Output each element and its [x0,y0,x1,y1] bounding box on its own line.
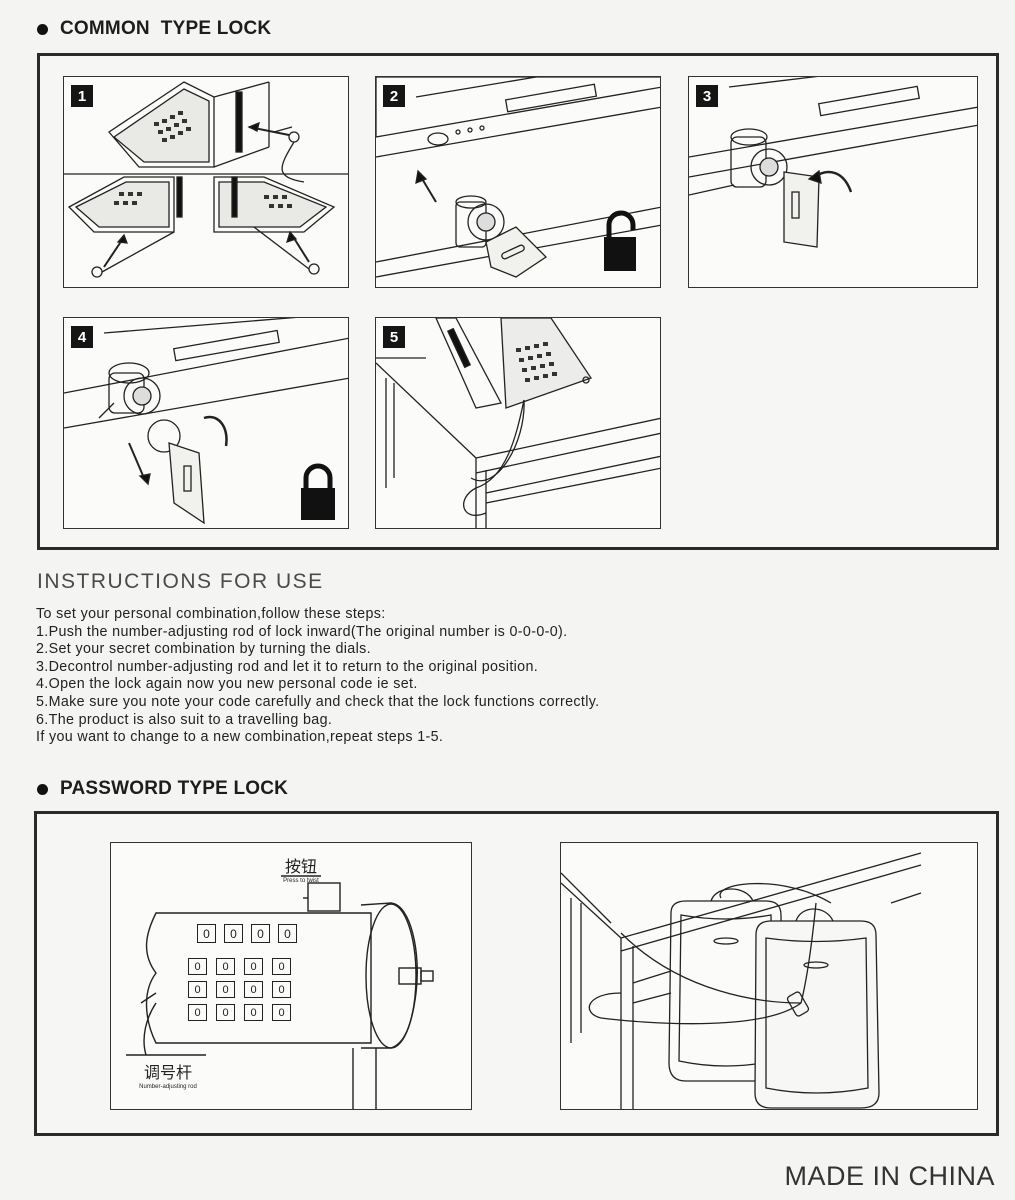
password-lock-frame: 0 0 0 0 0 0 0 0 0 0 0 0 0 0 0 0 按钮 Press… [34,811,999,1136]
dial-digit: 0 [251,924,270,943]
button-label: 按钮 Press to twist [266,853,336,884]
rod-label: 调号杆 Number-adjusting rod [123,1059,213,1090]
instruction-line: To set your personal combination,follow … [36,606,386,622]
laptop-on-table-illustration [376,318,660,528]
bullet-icon [37,23,48,35]
common-lock-frame: 1 [37,53,999,550]
bullet-icon [37,783,48,795]
luggage-lock-panel [560,842,978,1110]
rod-label-en: Number-adjusting rod [139,1084,197,1090]
instruction-line: 4.Open the lock again now you new person… [36,676,418,693]
instruction-line: 2.Set your secret combination by turning… [36,641,371,658]
section-heading-text: COMMON TYPE LOCK [60,18,272,39]
step-number: 5 [383,326,405,348]
instruction-line: 3.Decontrol number-adjusting rod and let… [36,658,539,675]
button-label-en: Press to twist [283,878,319,884]
step-number: 4 [71,326,93,348]
dial-grid: 0 0 0 0 0 0 0 0 0 0 0 0 [188,958,291,1021]
dial-digit: 0 [197,924,216,943]
step-number: 3 [696,85,718,107]
combination-lock-diagram-panel: 0 0 0 0 0 0 0 0 0 0 0 0 0 0 0 0 按钮 Press… [110,842,472,1110]
button-label-cn: 按钮 [284,857,317,876]
dial-digit: 0 [216,1004,235,1021]
instruction-line: 5.Make sure you note your code carefully… [36,693,600,710]
dial-digit: 0 [244,981,263,998]
dial-digit: 0 [216,981,235,998]
step-number: 1 [71,85,93,107]
dial-digit: 0 [188,981,207,998]
step-4-panel: 4 [63,317,349,529]
luggage-locked-to-table-illustration [561,852,922,1109]
step-2-panel: 2 [375,76,661,288]
made-in-china-label: MADE IN CHINA [784,1161,995,1191]
unlocked-padlock-icon [604,210,636,271]
instruction-line: 1.Push the number-adjusting rod of lock … [36,623,568,640]
password-type-lock-heading: PASSWORD TYPE LOCK [37,778,288,800]
dial-digit: 0 [272,1004,291,1021]
dial-digit: 0 [244,958,263,975]
step-5-panel: 5 [375,317,661,529]
locked-padlock-icon [301,463,335,520]
step-3-panel: 3 [688,76,978,288]
instruction-line: If you want to change to a new combinati… [36,729,444,746]
dial-digit: 0 [188,958,207,975]
remove-key-illustration [64,318,348,525]
dial-digit: 0 [224,924,243,943]
dial-row-top: 0 0 0 0 [197,924,297,943]
dial-digit: 0 [272,981,291,998]
combination-lock-diagram [126,875,434,1109]
dial-digit: 0 [188,1004,207,1021]
instructions-title: INSTRUCTIONS FOR USE [37,570,324,593]
step-1-panel: 1 [63,76,349,288]
insert-key-illustration [376,77,660,278]
rod-label-cn: 调号杆 [143,1063,192,1082]
instructions-list: To set your personal combination,follow … [36,606,736,747]
step-number: 2 [383,85,405,107]
turn-key-illustration [689,77,977,248]
dial-digit: 0 [278,924,297,943]
laptop-cable-illustration [64,81,348,278]
dial-digit: 0 [244,1004,263,1021]
dial-digit: 0 [216,958,235,975]
instruction-line: 6.The product is also suit to a travelli… [36,711,333,728]
section-heading-text: PASSWORD TYPE LOCK [60,778,289,799]
dial-digit: 0 [272,958,291,975]
common-type-lock-heading: COMMON TYPE LOCK [37,18,271,40]
